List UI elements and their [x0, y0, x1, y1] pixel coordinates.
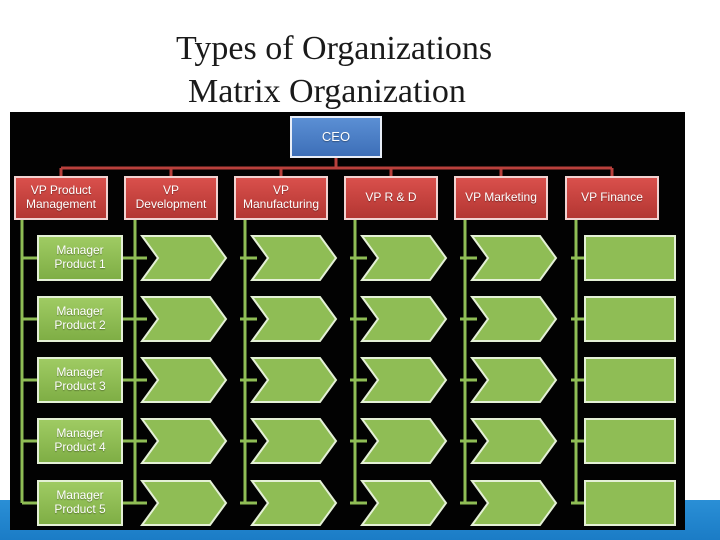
matrix-arrow-r3-c4: [470, 357, 558, 403]
finance-cell-r5: [584, 480, 676, 526]
matrix-arrow-r2-c3: [360, 296, 448, 342]
manager-product-2-box-line1: Manager: [56, 304, 104, 319]
manager-product-5-box-line2: Product 5: [54, 502, 106, 516]
vp-rnd-box: VP R & D: [344, 176, 438, 220]
manager-product-4-box-line2: Product 4: [54, 440, 106, 454]
finance-cell-r4: [584, 418, 676, 464]
vp-marketing-box-line1: VP Marketing: [465, 190, 537, 205]
matrix-arrow-r5-c4: [470, 480, 558, 526]
matrix-arrow-r5-c2: [250, 480, 338, 526]
matrix-cells: [140, 235, 676, 526]
vp-development-box-line1: VP: [162, 183, 179, 198]
matrix-arrow-r2-c1: [140, 296, 228, 342]
manager-product-1-box-line2: Product 1: [54, 257, 106, 271]
matrix-arrow-r2-c2: [250, 296, 338, 342]
vp-product-management-box-line2: Management: [25, 197, 97, 211]
finance-cell-r1: [584, 235, 676, 281]
vp-manufacturing-box-line2: Manufacturing: [242, 197, 320, 211]
slide-title: Types of Organizations: [176, 30, 493, 67]
ceo-label: CEO: [321, 128, 351, 144]
matrix-arrow-r2-c4: [470, 296, 558, 342]
finance-cell-r3: [584, 357, 676, 403]
manager-product-1-box-line1: Manager: [56, 243, 104, 258]
manager-product-2-box-line2: Product 2: [54, 318, 106, 332]
matrix-arrow-r4-c2: [250, 418, 338, 464]
matrix-arrow-r1-c1: [140, 235, 228, 281]
finance-cell-r2: [584, 296, 676, 342]
matrix-arrow-r1-c4: [470, 235, 558, 281]
matrix-arrow-r5-c3: [360, 480, 448, 526]
matrix-arrow-r1-c2: [250, 235, 338, 281]
manager-product-4-box-line1: Manager: [56, 426, 104, 441]
matrix-arrow-r3-c1: [140, 357, 228, 403]
matrix-arrow-r3-c3: [360, 357, 448, 403]
manager-product-3-box-line2: Product 3: [54, 379, 106, 393]
manager-product-3-box-line1: Manager: [56, 365, 104, 380]
matrix-arrow-r3-c2: [250, 357, 338, 403]
vp-development-box-line2: Development: [135, 197, 207, 211]
vp-manufacturing-box-line1: VP: [272, 183, 289, 198]
vp-finance-box-line1: VP Finance: [581, 190, 643, 205]
matrix-arrow-r5-c1: [140, 480, 228, 526]
matrix-arrow-r4-c3: [360, 418, 448, 464]
matrix-arrow-r4-c4: [470, 418, 558, 464]
vp-rnd-box-line1: VP R & D: [365, 190, 417, 205]
slide-subtitle: Matrix Organization: [188, 73, 466, 110]
manager-product-5-box-line1: Manager: [56, 488, 104, 503]
ceo-box: CEO: [290, 116, 382, 158]
vp-marketing-box: VP Marketing: [454, 176, 548, 220]
vp-finance-box: VP Finance: [565, 176, 659, 220]
vp-product-management-box-line1: VP Product: [30, 183, 92, 198]
matrix-arrow-r4-c1: [140, 418, 228, 464]
matrix-arrow-r1-c3: [360, 235, 448, 281]
